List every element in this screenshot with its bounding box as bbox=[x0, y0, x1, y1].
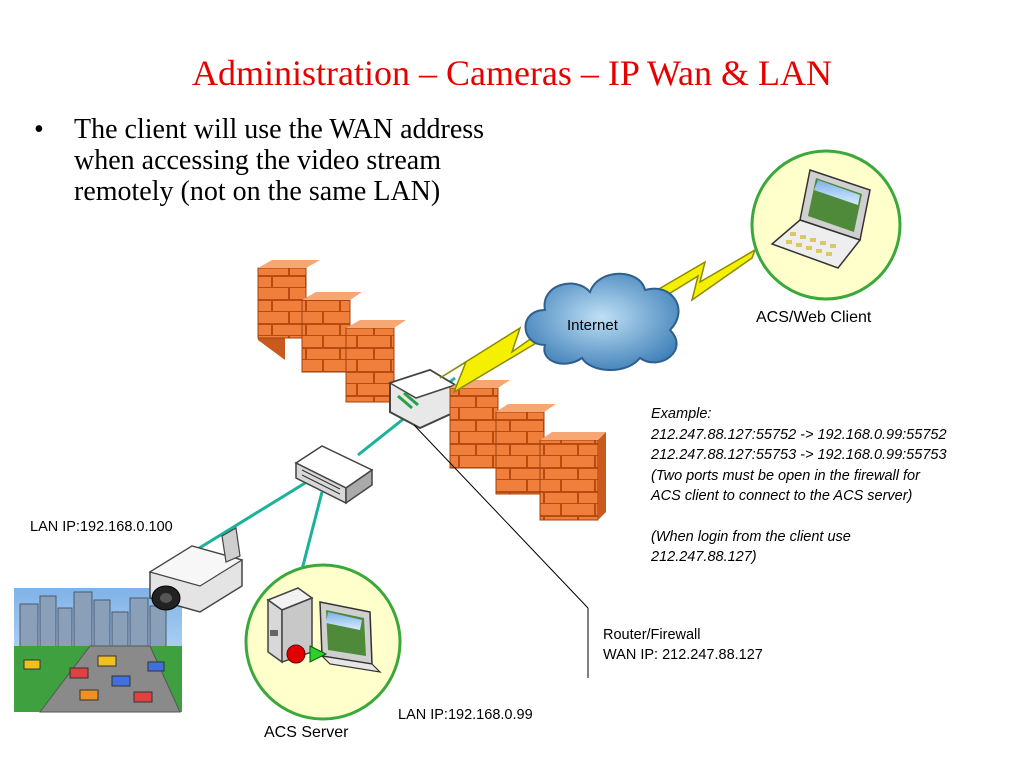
firewall-note-1: (Two ports must be open in the firewall … bbox=[651, 467, 920, 484]
camera-ip-label: LAN IP:192.168.0.100 bbox=[30, 519, 173, 535]
switch-icon bbox=[294, 445, 374, 505]
router-wan-ip: WAN IP: 212.247.88.127 bbox=[603, 647, 763, 663]
server-label: ACS Server bbox=[264, 724, 349, 741]
internet-cloud-icon bbox=[524, 272, 680, 372]
slide-title: Administration – Cameras – IP Wan & LAN bbox=[191, 53, 833, 93]
acs-server-icon bbox=[244, 563, 402, 721]
web-client-icon bbox=[750, 149, 902, 301]
router-caption: Router/Firewall WAN IP: 212.247.88.127 bbox=[603, 625, 763, 665]
port-mapping-2: 212.247.88.127:55753 -> 192.168.0.99:557… bbox=[651, 447, 947, 463]
router-name: Router/Firewall bbox=[603, 627, 701, 643]
example-heading: Example: bbox=[651, 406, 712, 422]
internet-label: Internet bbox=[567, 317, 618, 334]
router-icon bbox=[388, 368, 457, 430]
bullet-text: The client will use the WAN address when… bbox=[74, 114, 485, 207]
web-client-label: ACS/Web Client bbox=[756, 309, 872, 326]
firewall-note-2: ACS client to connect to the ACS server) bbox=[651, 488, 913, 504]
router-pointer bbox=[413, 424, 589, 678]
port-mapping-1: 212.247.88.127:55752 -> 192.168.0.99:557… bbox=[651, 426, 947, 443]
network-camera-icon bbox=[148, 527, 244, 613]
camera-scene-image bbox=[14, 588, 182, 713]
server-ip-label: LAN IP:192.168.0.99 bbox=[398, 707, 533, 723]
firewall-back bbox=[257, 260, 406, 403]
bullet-marker: • bbox=[34, 114, 44, 145]
login-note-2: 212.247.88.127) bbox=[651, 549, 757, 565]
example-note: Example: 212.247.88.127:55752 -> 192.168… bbox=[651, 404, 1011, 568]
switch-camera-link bbox=[187, 478, 311, 557]
firewall-front bbox=[449, 380, 606, 521]
login-note-1: (When login from the client use bbox=[651, 528, 851, 545]
